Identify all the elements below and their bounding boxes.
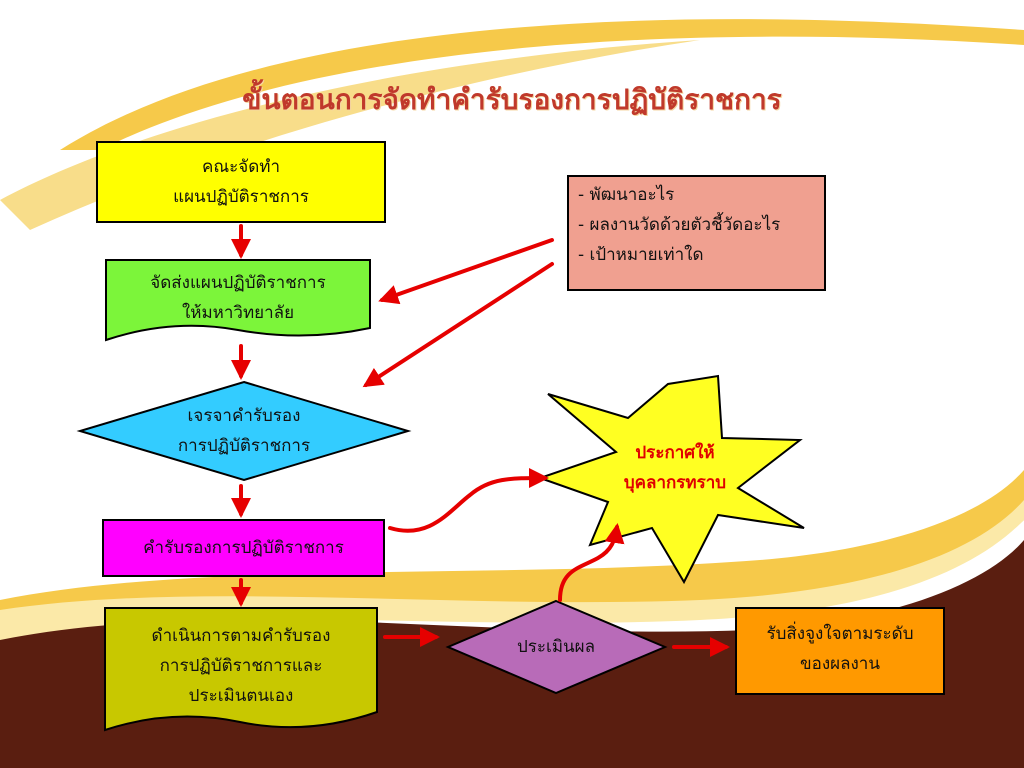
arrow-agreement-to-announce: [388, 468, 549, 533]
notes-label: - พัฒนาอะไร - ผลงานวัดด้วยตัวชี้วัดอะไร …: [578, 180, 823, 284]
execute-label-line2: การปฏิบัติราชการและ: [159, 656, 323, 676]
notes-label-line1: - พัฒนาอะไร: [578, 185, 675, 205]
flow-arrows: [231, 224, 730, 657]
notes-label-line2: - ผลงานวัดด้วยตัวชี้วัดอะไร: [578, 215, 781, 235]
execute-shape: [104, 607, 378, 732]
negotiate-label: เจรจาคำรับรอง การปฏิบัติราชการ: [140, 398, 348, 464]
send-plan-label: จัดส่งแผนปฏิบัติราชการ ให้มหาวิทยาลัย: [106, 266, 370, 330]
arrow-evaluate-to-announce: [558, 523, 625, 602]
evaluate-label: ประเมินผล: [480, 630, 632, 664]
committee-label: คณะจัดทำ แผนปฏิบัติราชการ: [97, 142, 385, 222]
committee-label-line1: คณะจัดทำ: [201, 157, 281, 177]
agreement-box: [102, 519, 385, 577]
negotiate-diamond: [76, 380, 412, 482]
page-title: ขั้นตอนการจัดทำคำรับรองการปฏิบัติราชการ: [242, 83, 782, 116]
reward-label-line2: ของผลงาน: [800, 654, 880, 674]
notes-label-line3: - เป้าหมายเท่าใด: [578, 245, 704, 265]
reward-label-line1: รับสิ่งจูงใจตามระดับ: [766, 624, 914, 644]
reward-box: [735, 607, 945, 695]
execute-label: ดำเนินการตามคำรับรอง การปฏิบัติราชการและ…: [105, 618, 377, 714]
arrow-notes-to-negotiate: [362, 262, 554, 388]
execute-label-line1: ดำเนินการตามคำรับรอง: [151, 626, 331, 646]
execute-label-line3: ประเมินตนเอง: [188, 686, 294, 706]
evaluate-diamond: [445, 599, 668, 695]
negotiate-label-line2: การปฏิบัติราชการ: [177, 436, 311, 456]
committee-label-line2: แผนปฏิบัติราชการ: [173, 187, 309, 207]
send-plan-shape: [105, 259, 371, 342]
evaluate-label-line1: ประเมินผล: [516, 637, 596, 657]
reward-label: รับสิ่งจูงใจตามระดับ ของผลงาน: [736, 616, 944, 682]
agreement-label: คำรับรองการปฏิบัติราชการ: [103, 520, 384, 576]
announce-label: ประกาศให้ บุคลากรทราบ: [600, 436, 750, 500]
arrow-notes-to-send: [378, 238, 554, 305]
send-plan-label-line1: จัดส่งแผนปฏิบัติราชการ: [150, 273, 326, 293]
committee-box: [96, 141, 386, 223]
agreement-label-line1: คำรับรองการปฏิบัติราชการ: [143, 538, 344, 558]
announce-label-line1: ประกาศให้: [635, 443, 715, 463]
announce-label-line2: บุคลากรทราบ: [623, 473, 727, 493]
negotiate-label-line1: เจรจาคำรับรอง: [187, 406, 301, 426]
send-plan-label-line2: ให้มหาวิทยาลัย: [181, 303, 295, 323]
notes-box: [567, 175, 826, 291]
